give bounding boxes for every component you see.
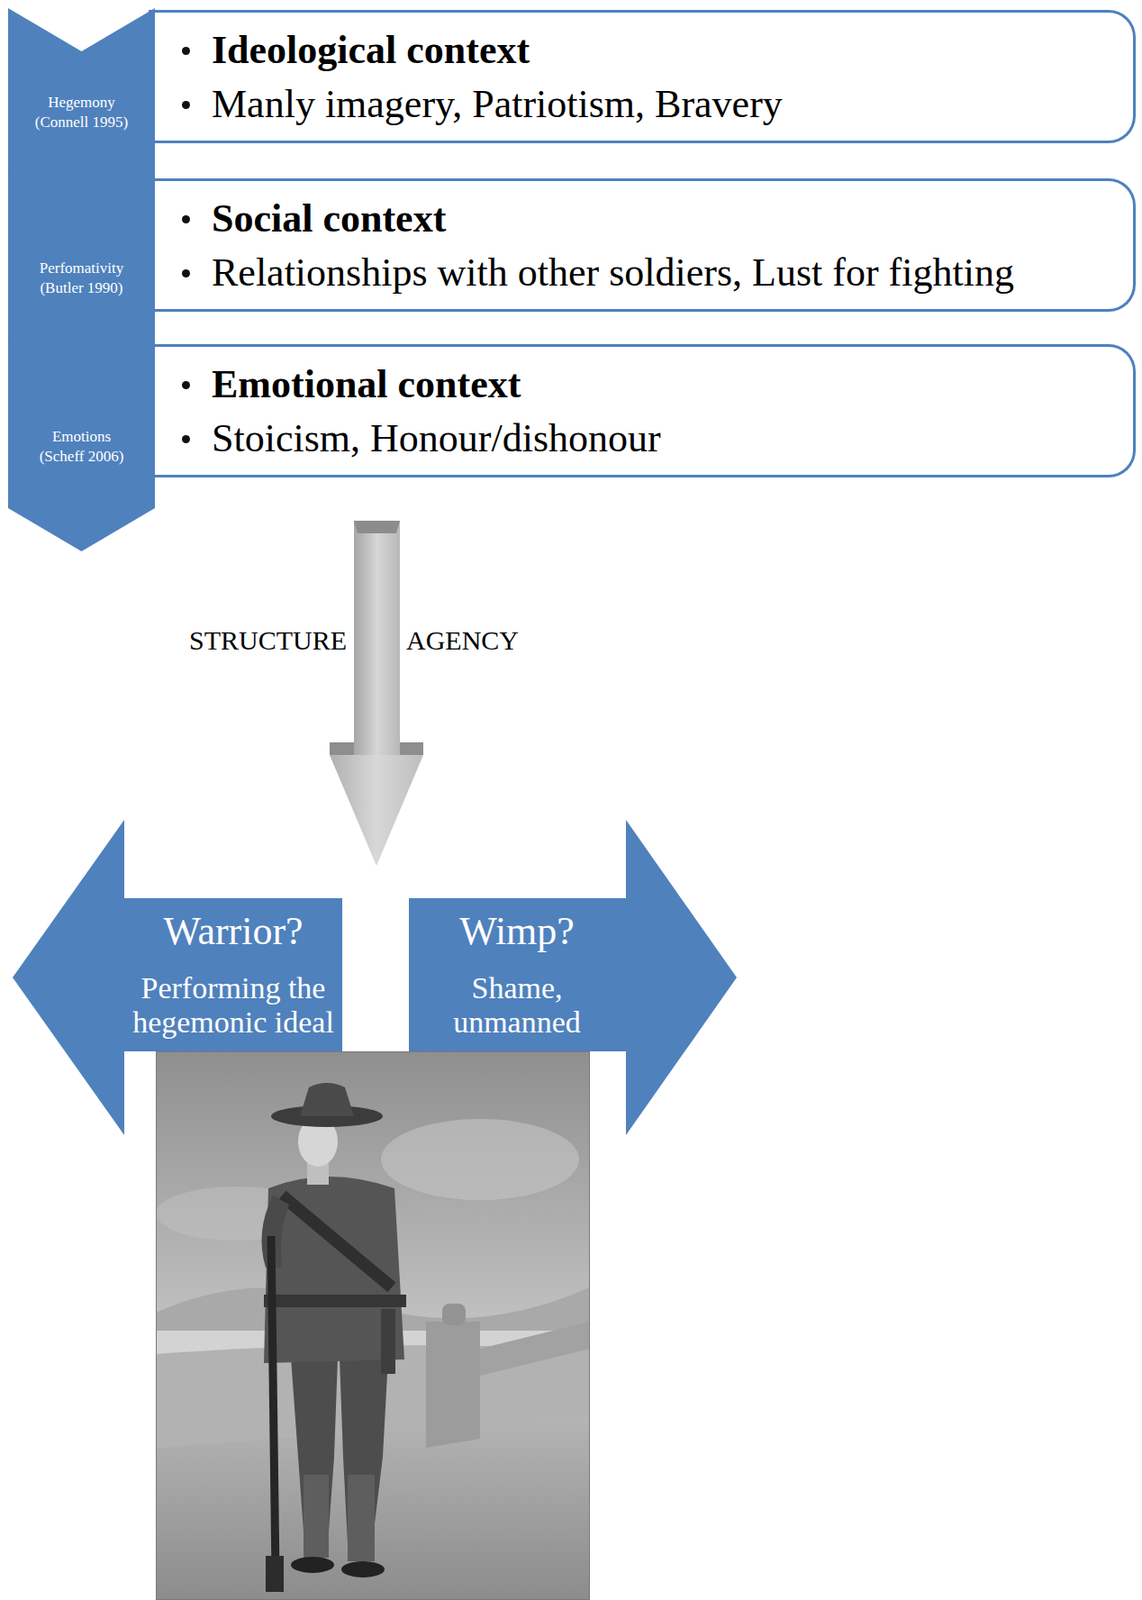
- bullet-dot: [181, 269, 191, 278]
- chevron-label: Perfomativity (Butler 1990): [31, 258, 133, 299]
- context-box: Ideological contextManly imagery, Patrio…: [148, 9, 1136, 144]
- arrow-cap: [353, 520, 400, 534]
- balustrade: [425, 1321, 481, 1448]
- arrow-shoulder: [399, 742, 424, 755]
- bullet-row: Emotional context: [211, 361, 1112, 408]
- chevron-shape: [8, 342, 155, 552]
- rifle-stock: [265, 1555, 284, 1592]
- soldier-photo: [155, 1051, 590, 1600]
- context-heading: Social context: [211, 195, 1112, 243]
- bullet-row: Relationships with other soldiers, Lust …: [211, 249, 1112, 297]
- arrow-shaft: [353, 520, 400, 755]
- chevron-text-block: Hegemony (Connell 1995): [31, 92, 133, 133]
- boot: [341, 1560, 385, 1578]
- bullet-row: Manly imagery, Patriotism, Bravery: [211, 81, 1112, 128]
- context-items: Relationships with other soldiers, Lust …: [211, 249, 1112, 297]
- chevron-band: Emotions (Scheff 2006): [8, 342, 155, 552]
- arrow-shoulder: [329, 742, 354, 755]
- photo-border: [156, 1051, 590, 1600]
- bullet-dot: [181, 100, 191, 109]
- arrow-head: [329, 754, 424, 866]
- context-heading: Emotional context: [211, 361, 1112, 408]
- cloud: [380, 1118, 580, 1200]
- bullet-row: Stoicism, Honour/dishonour: [211, 415, 1112, 463]
- bullet-dot: [181, 215, 191, 224]
- puttee: [303, 1474, 329, 1558]
- chevron-label: Hegemony (Connell 1995): [31, 92, 133, 133]
- chevron-label: Emotions (Scheff 2006): [31, 426, 133, 467]
- bullet-row: Social context: [211, 195, 1112, 243]
- hat-crown: [299, 1082, 354, 1116]
- arrow-text-block: Wimp? Shame, unmanned: [410, 907, 624, 1040]
- context-box: Social contextRelationships with other s…: [148, 178, 1136, 312]
- warrior-arrow: Warrior? Performing the hegemonic ideal: [12, 819, 343, 1135]
- arrow-caption: Performing the hegemonic ideal: [126, 970, 340, 1040]
- bullet-dot: [181, 380, 191, 390]
- arrow-text-block: Warrior? Performing the hegemonic ideal: [126, 907, 340, 1040]
- wimp-arrow: Wimp? Shame, unmanned: [408, 819, 737, 1135]
- arrow-outline: [408, 819, 737, 1135]
- context-box: Emotional contextStoicism, Honour/dishon…: [148, 344, 1136, 478]
- belt: [263, 1294, 407, 1307]
- chevron-text-block: Emotions (Scheff 2006): [31, 426, 133, 467]
- leg: [339, 1357, 389, 1560]
- axis-label: STRUCTURE: [189, 624, 347, 657]
- arrow-caption: Shame, unmanned: [410, 970, 624, 1040]
- bandolier: [281, 1195, 392, 1288]
- arrow-shape: [408, 819, 737, 1135]
- chevron-text-block: Perfomativity (Butler 1990): [31, 258, 133, 299]
- chevron-outline: [8, 342, 155, 552]
- bayonet: [380, 1308, 396, 1374]
- box-content: Social contextRelationships with other s…: [211, 195, 1112, 297]
- boot: [290, 1556, 335, 1573]
- railing: [480, 1321, 590, 1376]
- photo-backdrop: [155, 1051, 590, 1600]
- bullet-row: Ideological context: [211, 27, 1112, 74]
- arrow-outline: [12, 819, 343, 1135]
- bullet-dot: [181, 435, 191, 444]
- rifle: [271, 1235, 276, 1574]
- puttee: [347, 1474, 375, 1561]
- axis-label: AGENCY: [406, 624, 519, 657]
- box-content: Emotional contextStoicism, Honour/dishon…: [211, 361, 1112, 463]
- bullet-dot: [181, 46, 191, 55]
- arrow-heading: Warrior?: [126, 907, 340, 955]
- box-content: Ideological contextManly imagery, Patrio…: [211, 27, 1112, 128]
- context-items: Stoicism, Honour/dishonour: [211, 415, 1112, 463]
- urn: [442, 1303, 466, 1325]
- context-heading: Ideological context: [211, 27, 1112, 74]
- arrow-heading: Wimp?: [410, 907, 624, 955]
- context-items: Manly imagery, Patriotism, Bravery: [211, 81, 1112, 128]
